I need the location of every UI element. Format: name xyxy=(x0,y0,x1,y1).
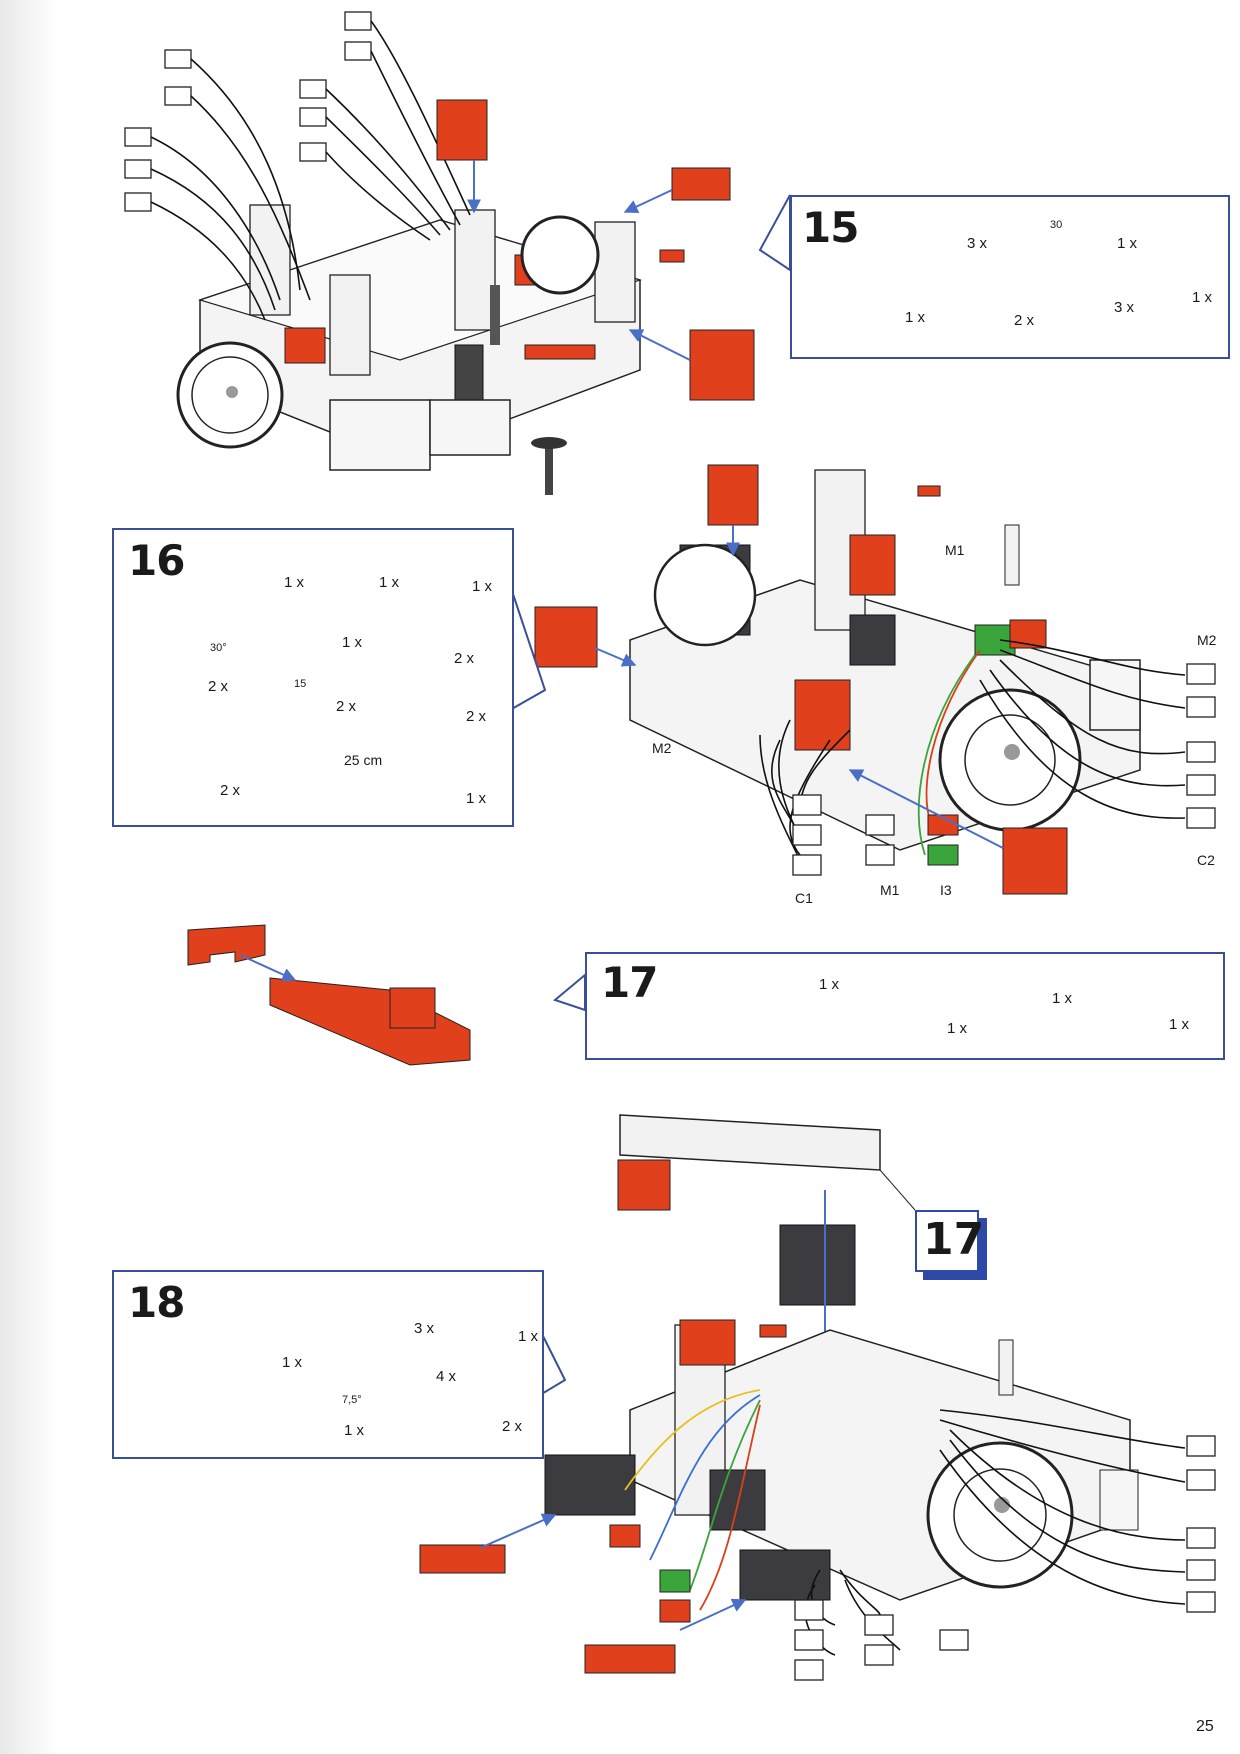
label-c1: C1 xyxy=(795,890,813,906)
angle-label: 30° xyxy=(210,642,227,654)
quantity: 1 x xyxy=(472,578,493,595)
label-i3: I3 xyxy=(940,882,952,898)
part-length-label: 30 xyxy=(1050,219,1063,231)
quantity: 2 x xyxy=(208,678,229,695)
model-step15 xyxy=(124,11,755,495)
label-m2-left: M2 xyxy=(652,740,672,756)
quantity: 3 x xyxy=(1114,299,1135,316)
model-step18 xyxy=(419,1114,1216,1681)
angle-label: 7,5° xyxy=(342,1394,362,1406)
quantity: 1 x xyxy=(379,574,400,591)
model-step16 xyxy=(534,464,1216,895)
label-m1-bottom: M1 xyxy=(880,882,900,898)
quantity: 1 x xyxy=(819,976,840,993)
step-number: 15 xyxy=(802,203,859,252)
quantity: 2 x xyxy=(1014,312,1035,329)
quantity: 4 x xyxy=(436,1368,457,1385)
quantity: 1 x xyxy=(947,1020,968,1037)
quantity: 2 x xyxy=(454,650,475,667)
quantity: 1 x xyxy=(1192,289,1213,306)
quantity: 2 x xyxy=(220,782,241,799)
quantity: 1 x xyxy=(284,574,305,591)
quantity: 1 x xyxy=(1117,235,1138,252)
badge-number: 17 xyxy=(923,1214,985,1265)
step-number: 18 xyxy=(128,1278,185,1327)
callout-step15: 15 3 x 30 1 x 1 x 1 x 2 x 3 x xyxy=(790,195,1230,359)
page-binding-shadow xyxy=(0,0,60,1754)
label-m1-top: M1 xyxy=(945,542,965,558)
quantity: 1 x xyxy=(344,1422,365,1439)
quantity: 2 x xyxy=(336,698,357,715)
badge-face: 17 xyxy=(915,1210,984,1272)
quantity: 1 x xyxy=(466,790,487,807)
label-m2-right: M2 xyxy=(1197,632,1217,648)
page-number: 25 xyxy=(1196,1718,1214,1735)
quantity: 1 x xyxy=(905,309,926,326)
quantity: 1 x xyxy=(1169,1016,1190,1033)
quantity: 1 x xyxy=(342,634,363,651)
quantity: 3 x xyxy=(967,235,988,252)
part-length-label: 15 xyxy=(294,678,307,690)
step-number: 17 xyxy=(601,958,658,1007)
callout-step17: 17 1 x 1 x 1 x 1 x xyxy=(585,952,1225,1060)
step-reference-badge: 17 xyxy=(915,1210,987,1280)
quantity: 3 x xyxy=(414,1320,435,1337)
quantity: 1 x xyxy=(1052,990,1073,1007)
quantity: 1 x xyxy=(282,1354,303,1371)
label-c2: C2 xyxy=(1197,852,1215,868)
callout-step18: 18 1 x 3 x 1 x 4 x 7,5° 1 x 2 x xyxy=(112,1270,544,1459)
step-number: 16 xyxy=(128,536,185,585)
quantity: 1 x xyxy=(518,1328,539,1345)
callout-step16: 16 1 x 1 x 1 x 30° 2 x 1 x 2 x 15 2 x 2 … xyxy=(112,528,514,827)
cable-length-label: 25 cm xyxy=(344,752,383,768)
quantity: 2 x xyxy=(502,1418,523,1435)
quantity: 2 x xyxy=(466,708,487,725)
